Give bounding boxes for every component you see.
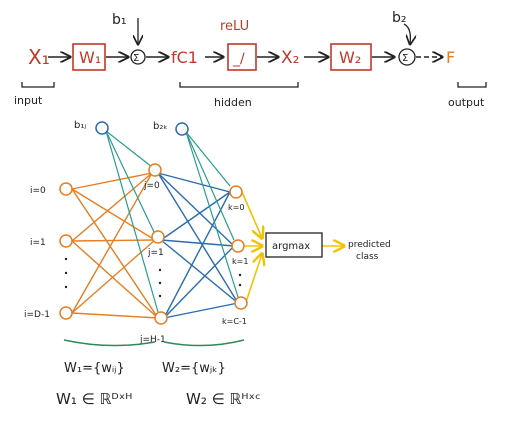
network-diagram: b₁ⱼ b₂ₖ i=0 i=1 i=D-1 j=0 j=1 j=H-1 k=0 … (24, 120, 391, 408)
edge-i1-jH (71, 240, 159, 319)
edge-b1-j1 (105, 130, 156, 235)
input-node-0-label: i=0 (30, 186, 46, 196)
input-node-last (59, 306, 73, 320)
relu-box (227, 43, 257, 71)
w2-label: W₂ (339, 48, 361, 67)
output-node-0 (229, 185, 243, 199)
edge-i0-j1 (71, 188, 156, 241)
hidden-node-0 (148, 163, 162, 177)
sigma2-label: Σ (402, 53, 408, 64)
hidden-ellipsis (158, 268, 162, 272)
output-ellipsis (238, 273, 242, 277)
edge-jH-k0 (163, 191, 231, 319)
argmax-label: argmax (272, 241, 310, 252)
edge-b2-k1 (185, 131, 235, 241)
w1-label: W₁ (79, 48, 101, 67)
edge-b2-kC (185, 131, 239, 298)
hidden-node-0-label: j=0 (143, 181, 160, 191)
bias2-node (175, 122, 189, 136)
b2-label: b₂ (392, 10, 407, 26)
x1-label: X₁ (28, 45, 50, 69)
output-bracket (457, 82, 487, 88)
input-node-1 (59, 234, 73, 248)
x2-label: X₂ (281, 48, 299, 68)
input-node-0 (59, 182, 73, 196)
edge-j1-k0 (160, 191, 231, 241)
argmax-edges (241, 191, 344, 303)
output-label: output (448, 96, 485, 109)
hidden-label: hidden (214, 96, 252, 109)
b1-label: b₁ (112, 12, 127, 28)
hidden-node-last (154, 311, 168, 325)
edge-iD-jH (71, 312, 159, 319)
edge-j0-k0 (157, 172, 231, 193)
input-bracket (21, 82, 55, 88)
w2-space-label: W₂ ∈ ℝᴴˣᶜ (186, 390, 261, 408)
hidden-node-1-label: j=1 (147, 248, 164, 258)
w2-box (330, 43, 372, 71)
output-node-1 (231, 239, 245, 253)
edge-kC-argmax (245, 254, 262, 303)
argmax-box (265, 232, 323, 258)
w2-set-label: W₂={wⱼₖ} (162, 361, 226, 376)
w1-bracket (63, 339, 156, 347)
output-node-1-label: k=1 (232, 257, 248, 266)
predicted-label: predicted (348, 240, 391, 250)
bias1-node (95, 121, 109, 135)
output-symbol: F (446, 48, 455, 67)
arrow-b2 (403, 23, 410, 44)
edge-b1-j0 (105, 130, 153, 168)
edge-j0-kC (157, 172, 239, 304)
class-label: class (356, 252, 379, 262)
fc1-label: fC1 (171, 48, 198, 67)
w1-space-label: W₁ ∈ ℝᴰˣᴴ (56, 390, 132, 408)
output-node-0-label: k=0 (228, 203, 244, 212)
edge-i0-j0 (71, 172, 153, 190)
w2-bracket (163, 339, 245, 347)
bias2-label: b₂ₖ (153, 121, 168, 132)
w1-box (72, 43, 106, 71)
edge-j1-k1 (160, 239, 235, 247)
sigma1-label: Σ (133, 53, 139, 64)
w1-set-label: W₁={wᵢⱼ} (64, 361, 125, 376)
sigma2-node (398, 48, 416, 66)
input-hidden-edges (71, 172, 159, 319)
hidden-node-last-label: j=H-1 (139, 335, 166, 345)
bias1-edges (105, 130, 159, 313)
edge-b1-jH (105, 130, 159, 313)
output-node-last-label: k=C-1 (222, 317, 247, 326)
input-node-last-label: i=D-1 (24, 310, 50, 320)
flow-diagram: X₁ W₁ b₁ Σ fC1 reLU _/ X₂ W₂ b₂ Σ F inpu… (14, 10, 487, 109)
hidden-bracket (179, 82, 299, 88)
edge-j1-kC (160, 239, 239, 304)
input-node-1-label: i=1 (30, 238, 46, 248)
relu-glyph: _/ (232, 51, 245, 67)
hidden-node-1 (151, 230, 165, 244)
edge-i0-jH (71, 188, 159, 319)
hidden-output-edges (157, 172, 239, 319)
bias1-label: b₁ⱼ (74, 120, 86, 131)
edge-iD-j0 (71, 172, 153, 314)
output-node-last (234, 296, 248, 310)
edge-jH-k1 (163, 245, 235, 319)
input-ellipsis (64, 257, 68, 261)
edge-j0-k1 (157, 172, 235, 247)
edge-i1-j0 (71, 172, 153, 242)
sigma1-node (130, 49, 146, 65)
edge-k0-argmax (241, 191, 262, 238)
input-label: input (14, 94, 43, 107)
bias2-edges (185, 131, 239, 298)
edge-b2-k0 (185, 131, 231, 187)
edge-jH-kC (163, 302, 239, 319)
relu-label: reLU (220, 19, 249, 34)
